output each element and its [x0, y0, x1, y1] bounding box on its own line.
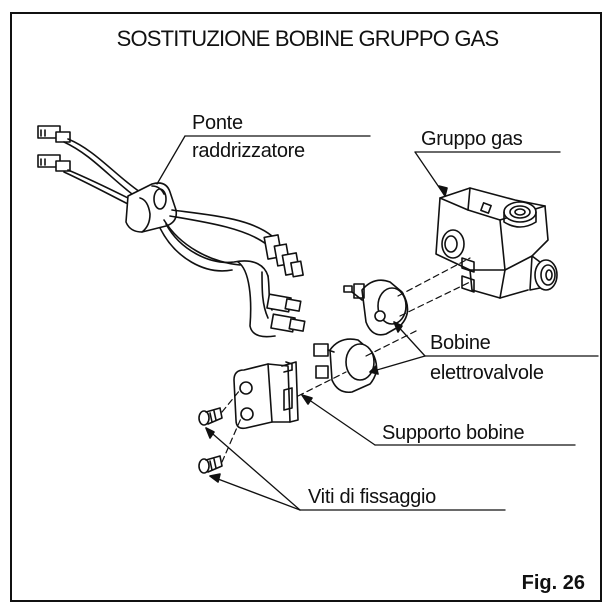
figure-frame [10, 12, 602, 602]
gas-valve-group [435, 187, 558, 299]
connector-right-2 [281, 252, 304, 278]
label-supporto: Supporto bobine [382, 422, 525, 444]
connector-top-left-1 [37, 125, 71, 143]
label-bobine-line1: Bobine [430, 332, 491, 354]
label-ponte-line2: raddrizzatore [192, 140, 305, 162]
fixing-screw-upper [198, 407, 223, 426]
rectifier-body [125, 182, 178, 233]
solenoid-coil-upper [343, 279, 409, 336]
label-bobine-line2: elettrovalvole [430, 362, 544, 384]
connector-right-3 [266, 293, 302, 313]
figure-number: Fig. 26 [521, 572, 585, 594]
solenoid-coil-lower [313, 338, 378, 394]
gas-outlet-fitting [529, 255, 558, 291]
rectifier-bridge-harness [37, 125, 306, 338]
coil-support-bracket [233, 361, 299, 430]
label-gruppo-gas: Gruppo gas [421, 128, 523, 150]
connector-right-4 [270, 313, 306, 333]
figure-title: SOSTITUZIONE BOBINE GRUPPO GAS [116, 26, 500, 51]
label-ponte-line1: Ponte [192, 112, 243, 134]
connector-top-left-2 [37, 154, 71, 172]
label-viti: Viti di fissaggio [308, 486, 436, 508]
fixing-screw-lower [198, 455, 223, 474]
